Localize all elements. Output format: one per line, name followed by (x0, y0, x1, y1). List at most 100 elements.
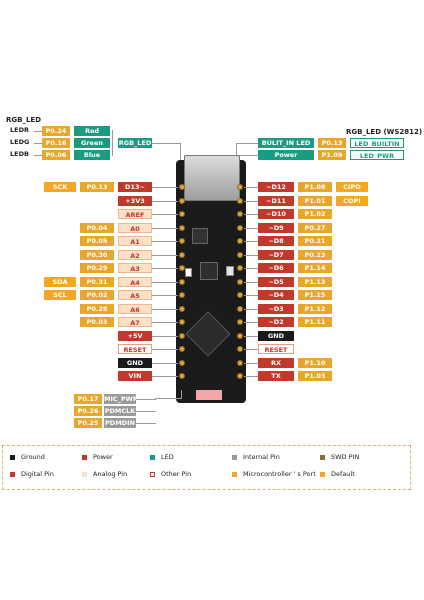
rgb-led-row-name: LEDR (10, 126, 29, 134)
legend-swatch (232, 471, 237, 477)
rgb-led-row-name: LEDB (10, 150, 29, 158)
pin-hole-left (179, 306, 185, 312)
right-pin-port: P1.15 (298, 290, 332, 300)
left-pin-label: A1 (118, 236, 152, 246)
pin-line (244, 376, 258, 377)
legend-swatch (82, 471, 87, 477)
pin-hole-left (179, 252, 185, 258)
legend-item: Other Pin (150, 470, 191, 478)
legend-label: Internal Pin (243, 453, 280, 461)
right-pin-port: P1.10 (298, 358, 332, 368)
legend-swatch (10, 471, 15, 477)
pin-hole-right (237, 225, 243, 231)
rgb-led-row-port: P0.16 (42, 138, 70, 148)
pin-line (152, 363, 178, 364)
left-pin-label: A0 (118, 223, 152, 233)
pin-hole-left (179, 373, 185, 379)
legend-label: Digital Pin (21, 470, 54, 478)
right-pin-port: P1.01 (298, 196, 332, 206)
pin-hole-left (179, 360, 185, 366)
pin-hole-right (237, 238, 243, 244)
left-pin-port: P0.29 (80, 263, 114, 273)
imu-chip (200, 262, 218, 280)
right-pin-port: P1.14 (298, 263, 332, 273)
rgb-led-row-color: Blue (74, 150, 110, 160)
right-pin-label: TX (258, 371, 294, 381)
pin-hole-left (179, 238, 185, 244)
pin-line (152, 349, 178, 350)
legend-item: Ground (10, 453, 45, 461)
left-pin-port: P0.31 (80, 277, 114, 287)
pin-line (244, 214, 258, 215)
pin-hole-left (179, 319, 185, 325)
legend-label: Other Pin (161, 470, 192, 478)
rgb-led-row-name: LEDG (10, 138, 30, 146)
left-pin-label: A5 (118, 290, 152, 300)
pin-line (152, 214, 178, 215)
pin-line (244, 363, 258, 364)
right-pin-label: RX (258, 358, 294, 368)
legend-item: Internal Pin (232, 453, 280, 461)
legend-label: SWD PIN (331, 453, 360, 461)
left-pin-label: A2 (118, 250, 152, 260)
builtin-led-port: P0.13 (318, 138, 346, 148)
right-pin-label: ~D6 (258, 263, 294, 273)
pin-line (244, 241, 258, 242)
left-pin-label: +5V (118, 331, 152, 341)
legend-label: LED (161, 453, 174, 461)
pin-hole-left (179, 292, 185, 298)
right-pin-port: P1.02 (298, 209, 332, 219)
left-pin-port: P0.30 (80, 250, 114, 260)
legend (2, 445, 411, 490)
power-led-name: Power (258, 150, 314, 160)
rgb-led-ws2812-title: RGB_LED (WS2812) (346, 128, 423, 136)
right-pin-label: GND (258, 331, 294, 341)
legend-label: Default (331, 470, 355, 478)
pin-line (152, 295, 178, 296)
connector-line (136, 411, 156, 412)
right-pin-port: P0.27 (298, 223, 332, 233)
pin-line (244, 349, 258, 350)
pin-line (244, 336, 258, 337)
rgb-led-tag: RGB_LED (118, 138, 152, 148)
pin-line (152, 322, 178, 323)
pin-line (152, 376, 178, 377)
connector-line (136, 399, 156, 400)
legend-swatch (232, 454, 237, 460)
builtin-led-name: BULIT_IN LED (258, 138, 314, 148)
left-pin-label: GND (118, 358, 152, 368)
connector-line (34, 143, 42, 144)
legend-swatch (320, 471, 325, 477)
left-pin-label: A4 (118, 277, 152, 287)
pin-line (244, 309, 258, 310)
pin-line (152, 241, 178, 242)
pin-hole-left (179, 225, 185, 231)
pin-hole-right (237, 306, 243, 312)
rgb-led-title: RGB_LED (6, 116, 42, 124)
connector-line (34, 155, 42, 156)
right-pin-label: ~D11 (258, 196, 294, 206)
rgb-led-row-port: P0.24 (42, 126, 70, 136)
left-pin-port: P0.04 (80, 223, 114, 233)
legend-swatch (10, 454, 15, 460)
pin-line (152, 336, 178, 337)
pin-line (152, 201, 178, 202)
rgb-led-row-port: P0.06 (42, 150, 70, 160)
connector-line (136, 423, 156, 424)
legend-item: SWD PIN (320, 453, 359, 461)
pin-hole-left (179, 346, 185, 352)
pin-hole-left (179, 184, 185, 190)
pin-hole-left (179, 279, 185, 285)
pin-line (152, 268, 178, 269)
right-pin-label: ~D2 (258, 317, 294, 327)
left-pin-port: P0.03 (80, 317, 114, 327)
pin-line (244, 295, 258, 296)
legend-item: Power (82, 453, 113, 461)
legend-swatch (82, 454, 87, 460)
right-pin-label: ~D7 (258, 250, 294, 260)
left-pin-port: P0.13 (80, 182, 114, 192)
pin-line (152, 187, 178, 188)
left-pin-label: VIN (118, 371, 152, 381)
legend-label: Ground (21, 453, 45, 461)
pin-hole-right (237, 265, 243, 271)
